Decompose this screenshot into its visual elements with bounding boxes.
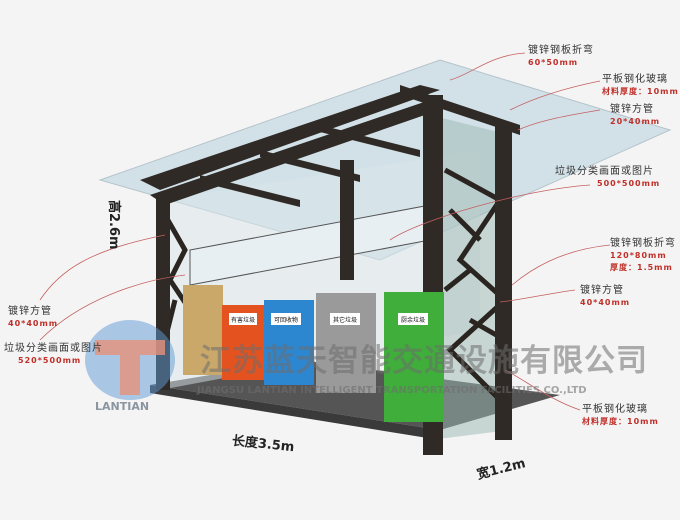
bin-sign xyxy=(330,313,360,325)
bin-tan xyxy=(183,285,223,375)
annotation-spec: 500*500mm xyxy=(597,179,661,188)
annotation-thickness: 厚度：1.5mm xyxy=(610,263,673,272)
annotation-title: 平板钢化玻璃 xyxy=(602,74,668,85)
annotation-title: 平板钢化玻璃 xyxy=(582,404,648,415)
annotation-tube-20x40: 镀锌方管 20*40mm xyxy=(610,104,660,128)
annotation-spec: 520*500mm xyxy=(18,356,82,365)
floor-edge xyxy=(150,385,440,440)
watermark-company-cn: 江苏蓝天智能交通设施有限公司 xyxy=(200,343,648,379)
logo-text: LANTIAN xyxy=(95,400,150,413)
bin-label-other: 其它垃圾 xyxy=(333,316,357,324)
annotation-spec: 60*50mm xyxy=(528,58,579,67)
bin-sign xyxy=(398,313,428,325)
annotation-spec: 40*40mm xyxy=(580,298,631,307)
annotation-title: 镀锌方管 xyxy=(8,306,52,317)
lantian-logo-t-icon xyxy=(95,340,165,395)
annotation-panel-520: 垃圾分类画面或图片 520*500mm xyxy=(4,343,103,367)
annotation-tube-40x40-left: 镀锌方管 40*40mm xyxy=(8,306,58,330)
annotation-roof-beam: 镀锌钢板折弯 60*50mm xyxy=(528,45,594,69)
watermark-company-en: JIANGSU LANTIAN INTELLIGENT TRANSPORTATI… xyxy=(197,385,587,396)
annotation-spec: 材料厚度：10mm xyxy=(602,87,679,96)
annotation-tube-40x40-right: 镀锌方管 40*40mm xyxy=(580,285,630,309)
annotation-panel-500: 垃圾分类画面或图片 500*500mm xyxy=(555,166,660,190)
annotation-spec: 材料厚度：10mm xyxy=(582,417,659,426)
annotation-spec: 40*40mm xyxy=(8,319,59,328)
height-dimension: 高2.6m xyxy=(106,200,121,250)
bin-label-hazardous: 有害垃圾 xyxy=(231,316,255,324)
annotation-spec: 20*40mm xyxy=(610,117,661,126)
annotation-title: 镀锌钢板折弯 xyxy=(610,238,676,249)
annotation-steel-120x80: 镀锌钢板折弯 120*80mm 厚度：1.5mm xyxy=(610,238,676,274)
bin-sign xyxy=(271,313,301,325)
bins: 有害垃圾 可回收物 其它垃圾 厨余垃圾 xyxy=(183,285,444,422)
annotation-title: 垃圾分类画面或图片 xyxy=(555,166,654,177)
leader-lines xyxy=(39,52,611,411)
annotation-title: 垃圾分类画面或图片 xyxy=(4,343,103,354)
annotation-spec: 120*80mm xyxy=(610,251,667,260)
annotation-title: 镀锌钢板折弯 xyxy=(528,45,594,56)
bin-label-recyclable: 可回收物 xyxy=(274,316,298,324)
annotation-title: 镀锌方管 xyxy=(580,285,624,296)
bin-label-kitchen: 厨余垃圾 xyxy=(401,316,425,324)
annotation-roof-glass: 平板钢化玻璃材料厚度：10mm xyxy=(602,74,679,98)
annotation-title: 镀锌方管 xyxy=(610,104,654,115)
bin-sign xyxy=(229,313,257,325)
annotation-side-glass: 平板钢化玻璃材料厚度：10mm xyxy=(582,404,659,428)
bin-2 xyxy=(316,293,376,393)
